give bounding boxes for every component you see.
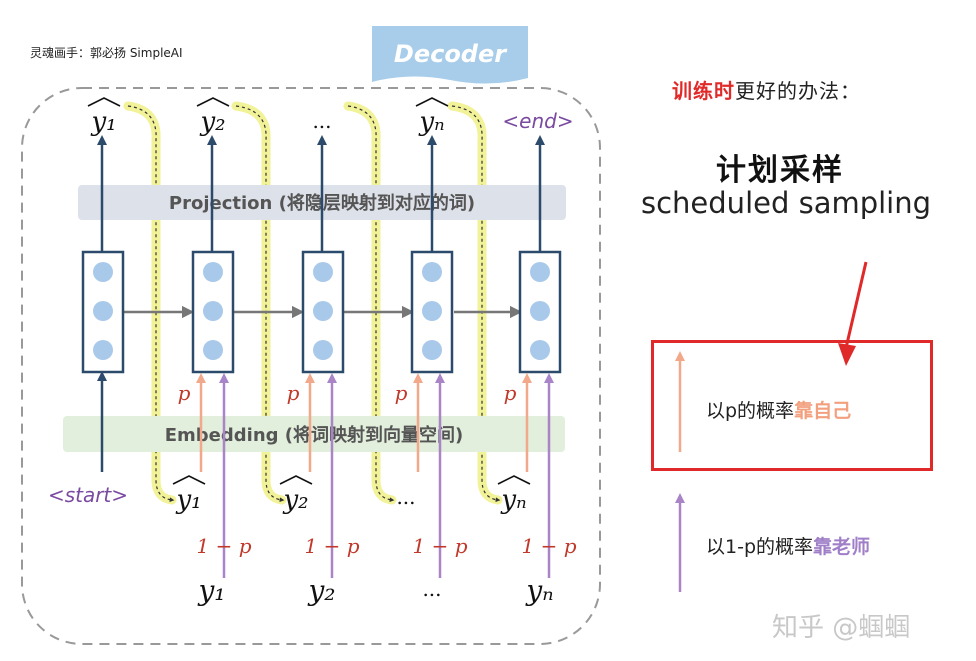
- ground-truth-label: ...: [422, 577, 441, 601]
- one-minus-p-label: 1 − p: [305, 534, 360, 558]
- output-hats: [87, 97, 449, 107]
- right-heading-highlight: 训练时: [672, 79, 735, 103]
- rnn-cell: [518, 250, 562, 374]
- rnn-cell: [301, 250, 345, 374]
- p-labels: p p p p: [178, 381, 517, 405]
- one-minus-p-label: 1 − p: [413, 534, 468, 558]
- decoder-frame: [21, 87, 601, 645]
- legend-teacher: 以1-p的概率靠老师: [706, 532, 870, 559]
- predicted-input-label: y₂: [282, 485, 308, 515]
- legend-teacher-highlight: 靠老师: [813, 536, 871, 558]
- p-label: p: [178, 381, 191, 405]
- self-arrows: [196, 373, 532, 472]
- output-label: y₁: [90, 107, 116, 137]
- legend-self-prefix: 以p的概率: [706, 400, 795, 422]
- p-label: p: [287, 381, 300, 405]
- rnn-cells: [81, 250, 562, 374]
- highlight-box: [651, 340, 933, 471]
- ground-truth-label: y₁: [196, 574, 225, 607]
- right-heading: 训练时更好的办法：: [672, 75, 861, 104]
- p-label: p: [504, 381, 517, 405]
- watermark: 知乎 @蝈蝈: [772, 613, 911, 643]
- legend-self: 以p的概率靠自己: [706, 396, 851, 423]
- rnn-cell: [410, 250, 454, 374]
- right-heading-rest: 更好的办法：: [735, 79, 861, 103]
- predicted-input-labels: y₁ y₂ ... yₙ: [175, 485, 526, 515]
- credit-text: 灵魂画手：郭必扬 SimpleAI: [30, 46, 183, 60]
- one-minus-p-label: 1 − p: [522, 534, 577, 558]
- title-english: scheduled sampling: [641, 186, 932, 220]
- legend-teacher-prefix: 以1-p的概率: [706, 536, 814, 558]
- predicted-input-label: y₁: [175, 485, 201, 515]
- one-minus-p-label: 1 − p: [197, 534, 252, 558]
- embedding-label: Embedding (将词映射到向量空间): [165, 424, 464, 446]
- output-arrows: [97, 135, 545, 252]
- predicted-input-hats: [172, 475, 531, 485]
- rnn-cell: [81, 250, 125, 374]
- legend-self-highlight: 靠自己: [794, 400, 852, 422]
- teacher-arrows: [219, 373, 554, 578]
- ground-truth-label: y₂: [306, 574, 335, 607]
- red-pointer-arrow: [838, 261, 868, 366]
- rnn-cell: [191, 250, 235, 374]
- yellow-feedback-loop-outlines: [127, 105, 501, 503]
- p-label: p: [395, 381, 408, 405]
- output-labels: y₁ y₂ ... yₙ <end>: [90, 107, 573, 137]
- output-label: yₙ: [418, 107, 444, 137]
- decoder-tab: [372, 26, 528, 84]
- output-label: y₂: [199, 107, 225, 137]
- start-label: <start>: [48, 483, 128, 507]
- one-minus-p-labels: 1 − p 1 − p 1 − p 1 − p: [197, 534, 577, 558]
- predicted-input-label: yₙ: [500, 485, 526, 515]
- decoder-label: Decoder: [394, 40, 508, 68]
- output-label: ...: [312, 109, 331, 133]
- title-chinese: 计划采样: [716, 153, 844, 188]
- predicted-input-label: ...: [396, 485, 415, 509]
- ground-truth-label: yₙ: [524, 574, 553, 607]
- ground-truth-labels: y₁ y₂ ... yₙ: [196, 574, 553, 607]
- end-label: <end>: [502, 109, 573, 133]
